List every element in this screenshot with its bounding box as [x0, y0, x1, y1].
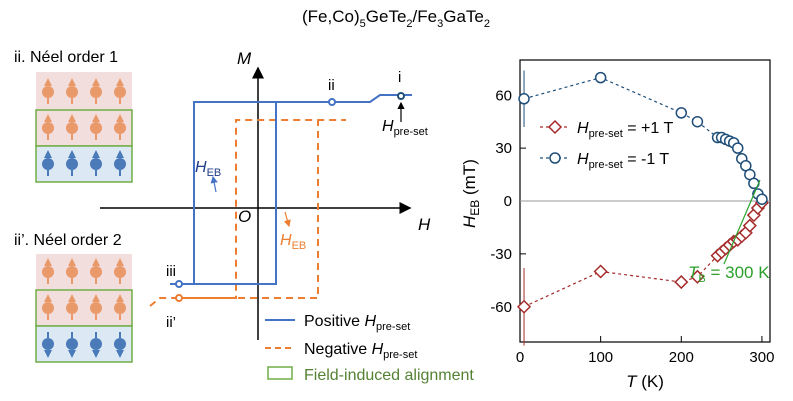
data-point-circle	[756, 193, 768, 205]
spin-icon	[114, 258, 126, 284]
data-point-circle	[691, 115, 704, 128]
chart-ylabel: HEB (mT)	[460, 159, 482, 228]
spin-icon	[90, 258, 102, 284]
spin-icon	[90, 114, 102, 140]
y-tick-label: -60	[490, 299, 512, 316]
chart-legend-plus-marker	[547, 119, 563, 135]
spin-icon	[42, 150, 54, 176]
origin-label: O	[238, 207, 251, 226]
positive-loop-left	[170, 101, 276, 285]
data-point-diamond	[742, 218, 757, 233]
heb-orange-label: HEB	[280, 232, 306, 252]
y-tick-label: 30	[495, 140, 512, 157]
spin-icon	[42, 78, 54, 104]
heb-blue-label: HEB	[195, 159, 221, 179]
spin-icon	[66, 78, 78, 104]
x-tick-label: 0	[516, 349, 524, 366]
neel-order-2-stack	[35, 254, 133, 363]
spin-icon	[114, 332, 126, 358]
legend-field-label: Field-induced alignment	[304, 367, 474, 384]
data-point-diamond	[690, 269, 705, 284]
data-point-circle	[731, 142, 744, 154]
point-i-marker	[397, 92, 405, 100]
spin-icon	[42, 114, 54, 140]
spin-icon	[114, 114, 126, 140]
positive-loop-right	[194, 94, 412, 285]
y-tick-label: 0	[504, 193, 512, 210]
data-point-circle	[518, 93, 530, 105]
x-tick-label: 200	[669, 349, 694, 366]
y-tick-label: -30	[490, 246, 512, 263]
left-legend: Positive Hpre-set Negative Hpre-set Fiel…	[265, 313, 474, 384]
legend-negative-label: Negative Hpre-set	[304, 341, 417, 361]
y-tick-label: 60	[495, 87, 512, 104]
spin-icon	[90, 78, 102, 104]
neel-order-2-label: ii’. Néel order 2	[14, 232, 122, 249]
spin-icon	[42, 332, 54, 358]
negative-loop-upper	[178, 120, 319, 299]
chart-legend-plus-label: Hpre-set = +1 T	[577, 120, 673, 140]
spin-icon	[42, 258, 54, 284]
x-tick-label: 100	[588, 349, 613, 366]
legend-field-box	[267, 366, 293, 380]
hpre-label: Hpre-set	[382, 118, 428, 138]
data-point-circle	[594, 71, 607, 84]
point-iii-marker	[175, 280, 183, 288]
spin-icon	[90, 294, 102, 320]
neel-order-1-label: ii. Néel order 1	[14, 49, 118, 66]
figure-title: (Fe,Co)5GeTe2/Fe3GaTe2	[302, 7, 490, 30]
neel-order-1-stack	[35, 72, 133, 183]
spin-icon	[90, 150, 102, 176]
heb-vs-temperature-chart: 0 100 200 300 -60 -30 0 30 60 HEB (mT) T (K) Hpr…	[460, 59, 774, 391]
m-axis-label: M	[237, 49, 252, 68]
point-ii-prime-marker	[175, 294, 183, 302]
spin-icon	[66, 258, 78, 284]
spin-icon	[114, 150, 126, 176]
spin-icon	[66, 332, 78, 358]
chart-legend-minus-label: Hpre-set = -1 T	[577, 151, 669, 171]
spin-icon	[66, 294, 78, 320]
point-i-label: i	[398, 69, 401, 86]
point-ii-marker	[328, 98, 336, 106]
spin-icon	[66, 114, 78, 140]
data-point-diamond	[593, 264, 608, 279]
tb-label: TB = 300 K	[688, 263, 770, 285]
series-line	[523, 76, 763, 200]
h-axis-label: H	[418, 215, 431, 234]
point-ii-prime-label: ii’	[166, 314, 176, 331]
data-point-circle	[675, 107, 688, 119]
spin-icon	[114, 294, 126, 320]
heb-blue-arrow	[210, 175, 218, 193]
tb-pointer	[723, 179, 761, 265]
data-point-diamond	[674, 275, 689, 290]
chart-legend-minus-marker	[549, 152, 561, 164]
spin-icon	[90, 332, 102, 358]
heb-orange-arrow	[283, 211, 291, 228]
spin-icon	[66, 150, 78, 176]
legend-positive-label: Positive Hpre-set	[304, 313, 410, 333]
spin-icon	[114, 78, 126, 104]
x-tick-label: 300	[749, 349, 774, 366]
chart-xlabel: T (K)	[626, 372, 664, 391]
point-ii-label: ii	[328, 77, 335, 94]
data-point-diamond	[516, 299, 532, 314]
spin-icon	[42, 294, 54, 320]
point-iii-label: iii	[166, 263, 176, 280]
